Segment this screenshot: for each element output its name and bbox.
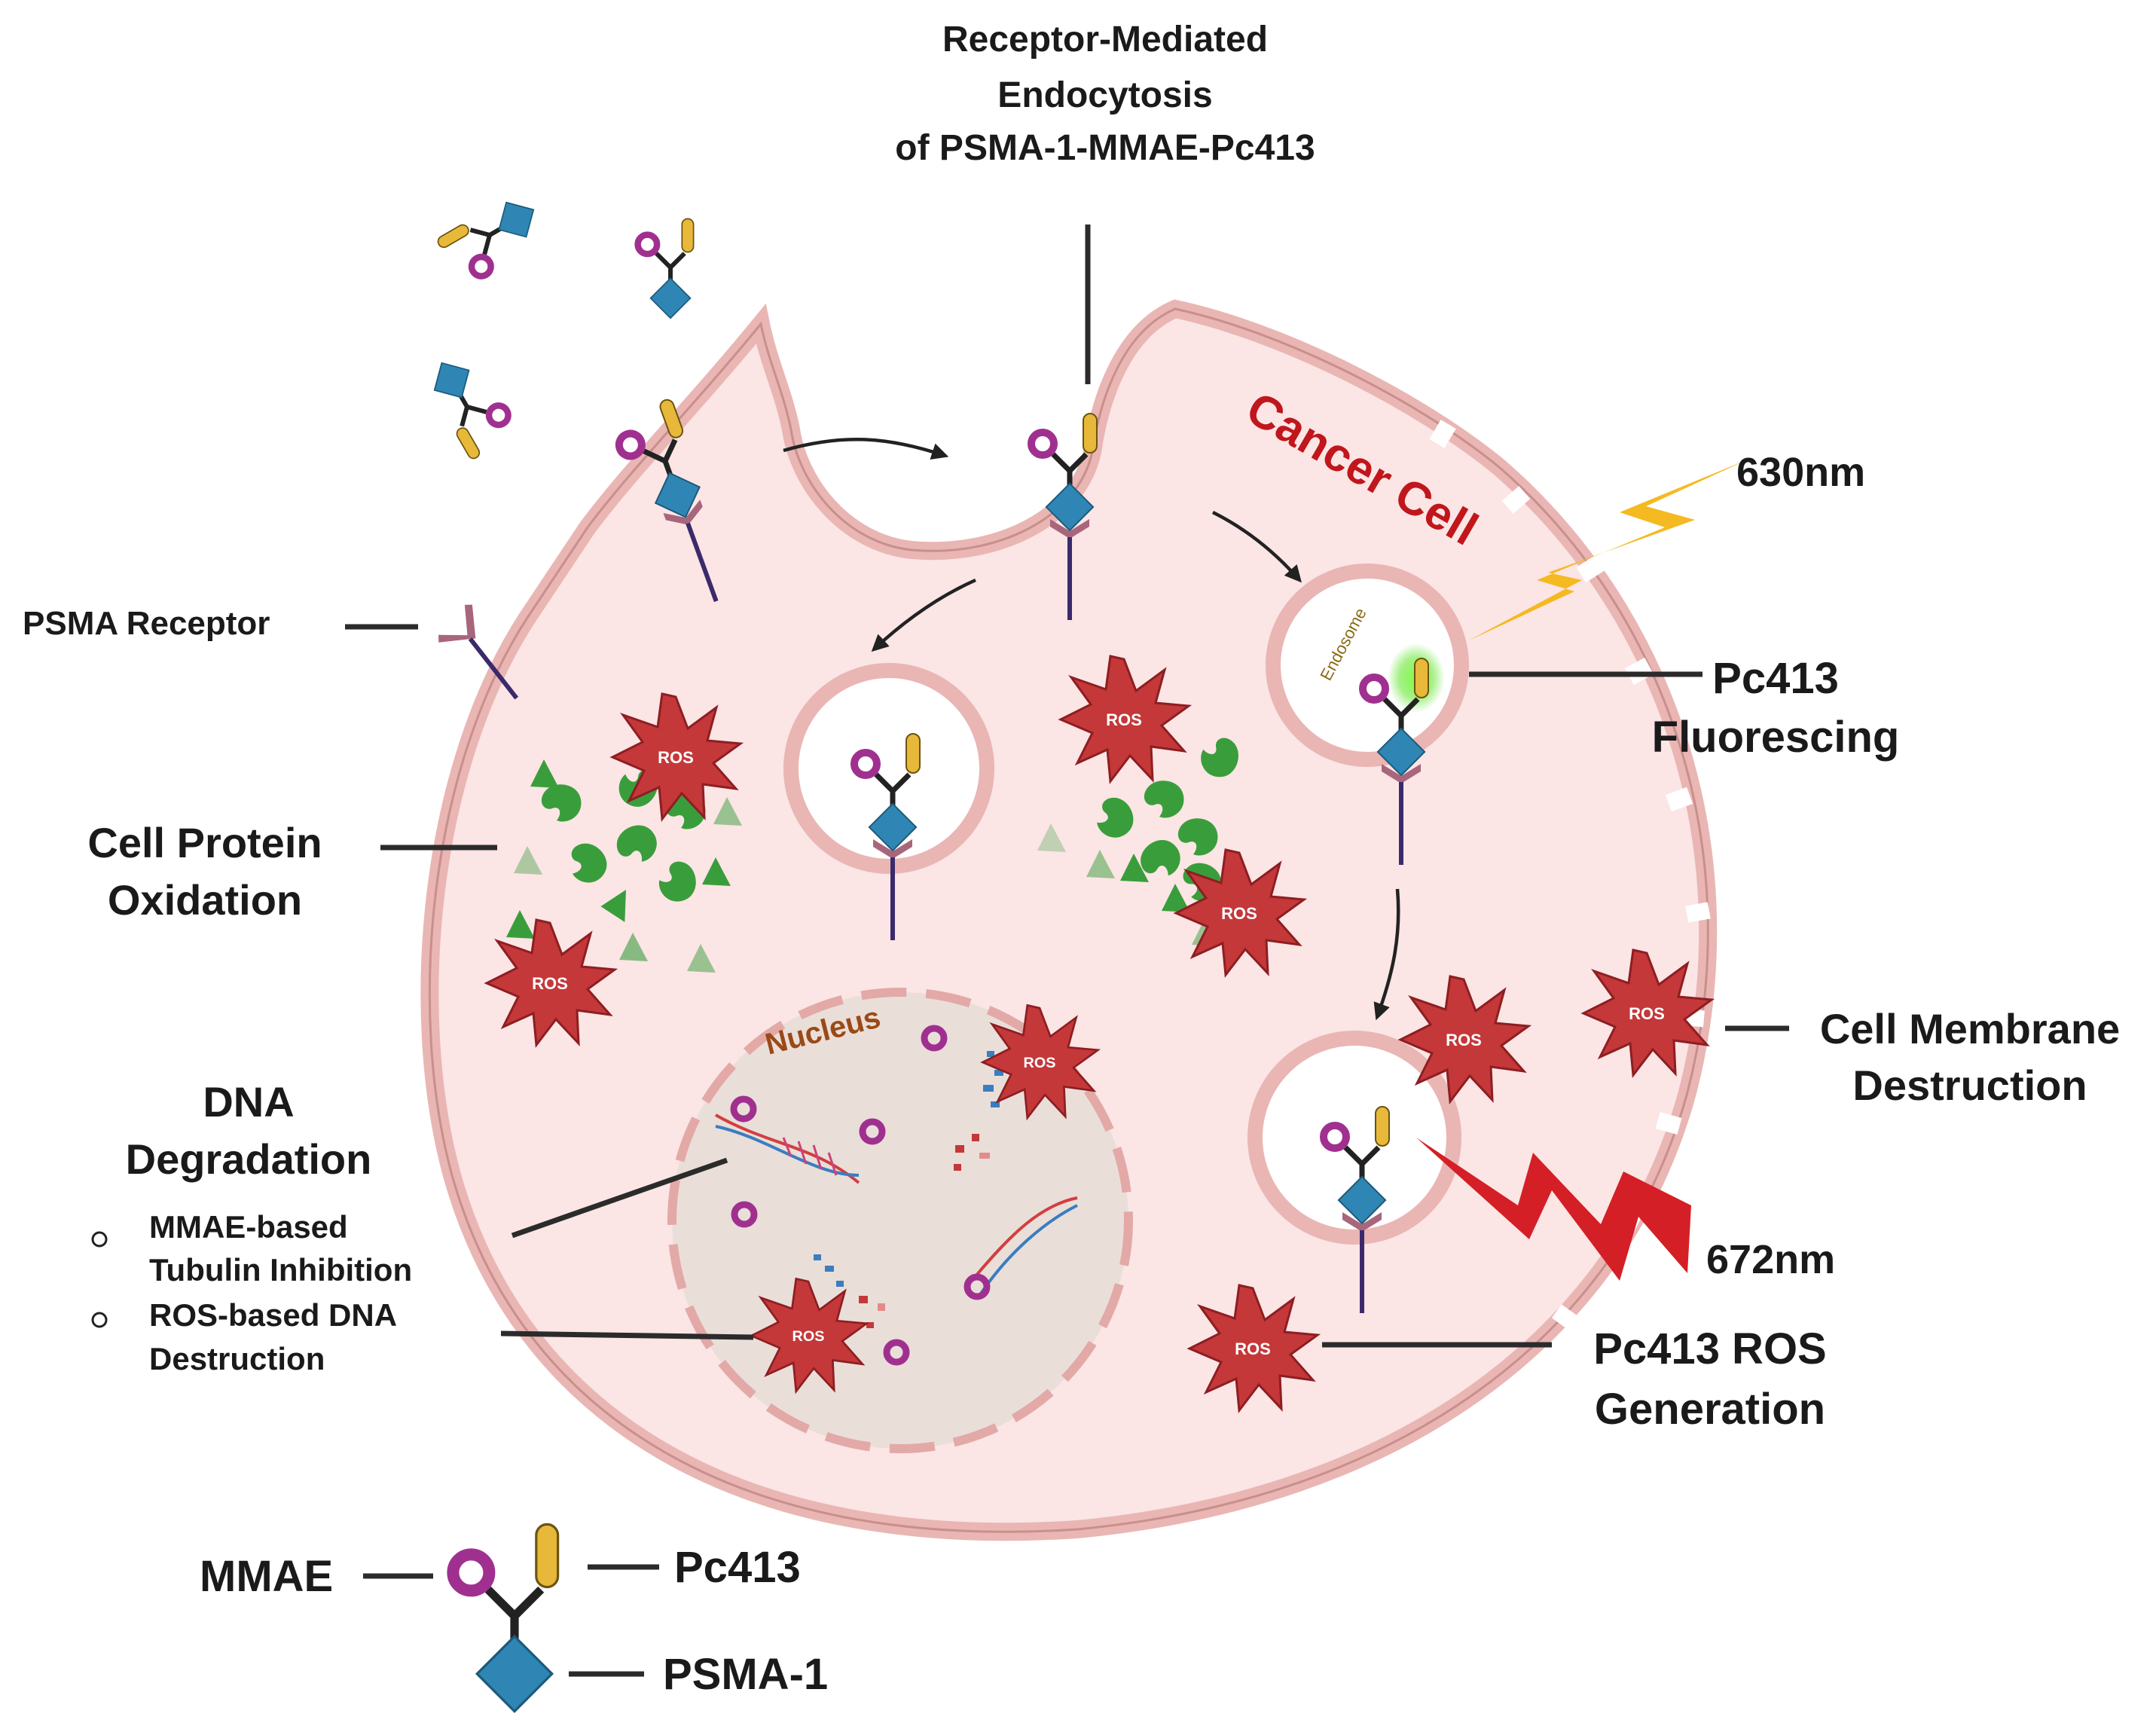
endosome: Endosome [1266, 564, 1469, 865]
svg-text:Pc413: Pc413 [1712, 654, 1839, 703]
dna-degradation-label: DNA Degradation [126, 1078, 372, 1183]
ros-marker: ROS [1059, 655, 1190, 783]
ros-marker: ROS [750, 1278, 868, 1393]
svg-text:ROS: ROS [792, 1328, 825, 1345]
vesicle-central [783, 663, 994, 940]
ros-generation-label: Pc413 ROS Generation [1593, 1324, 1827, 1434]
svg-text:ROS: ROS [1106, 710, 1142, 729]
free-conjugate [638, 218, 694, 318]
svg-text:Tubulin Inhibition: Tubulin Inhibition [149, 1252, 412, 1288]
svg-text:Destruction: Destruction [149, 1341, 325, 1376]
wavelength-630-label: 630nm [1736, 450, 1865, 495]
legend-pc413-label: Pc413 [674, 1543, 801, 1592]
svg-text:ROS: ROS [1235, 1339, 1271, 1358]
psma-receptor-label: PSMA Receptor [23, 605, 270, 642]
svg-text:Destruction: Destruction [1852, 1061, 2087, 1109]
svg-text:ROS: ROS [1221, 904, 1257, 923]
ros-marker: ROS [485, 918, 616, 1046]
arrow-to-vesicle [871, 578, 976, 652]
dna-strand-2 [970, 1196, 1078, 1297]
dna-strand-1 [715, 1113, 860, 1184]
legend-psma1-label: PSMA-1 [663, 1650, 828, 1699]
mmae-molecule [730, 1025, 991, 1366]
svg-text:Cell Membrane: Cell Membrane [1820, 1005, 2120, 1052]
free-conjugate [436, 190, 550, 288]
psma-receptor [438, 604, 519, 700]
diagram-title: Receptor-Mediated Endocytosis of PSMA-1-… [895, 20, 1315, 168]
svg-text:Degradation: Degradation [126, 1135, 372, 1183]
ros-marker: ROS [1174, 848, 1306, 976]
free-conjugate [422, 347, 520, 460]
svg-text:ROS: ROS [1024, 1055, 1056, 1071]
svg-text:Receptor-Mediated: Receptor-Mediated [942, 20, 1268, 60]
dna-bullets: MMAE-based Tubulin Inhibition ROS-based … [91, 1209, 412, 1376]
wavelength-672-label: 672nm [1706, 1237, 1835, 1282]
svg-text:ROS: ROS [1629, 1004, 1665, 1023]
svg-text:MMAE-based: MMAE-based [149, 1209, 348, 1245]
svg-text:Pc413 ROS: Pc413 ROS [1593, 1324, 1827, 1373]
svg-text:ROS-based DNA: ROS-based DNA [149, 1297, 397, 1333]
dna-leader [511, 1157, 728, 1239]
light-672nm-bolt [1416, 1138, 1691, 1281]
svg-text:Generation: Generation [1595, 1385, 1825, 1434]
svg-text:Fluorescing: Fluorescing [1652, 713, 1900, 762]
arrow-to-lower-vesicle [1373, 888, 1400, 1021]
legend-conjugate [453, 1524, 557, 1711]
arrow-endocytosis [783, 438, 949, 460]
ros-marker: ROS [982, 1004, 1099, 1120]
nucleus: Nucleus [667, 988, 1133, 1453]
ros-marker: ROS [1399, 975, 1530, 1103]
arrow-to-endosome [1211, 510, 1302, 583]
ros-dna-leader [500, 1330, 754, 1340]
dna-fragments [814, 1051, 1003, 1328]
legend-mmae-label: MMAE [200, 1552, 333, 1601]
cell-protein-label: Cell Protein Oxidation [87, 819, 322, 924]
svg-text:ROS: ROS [532, 974, 568, 993]
membrane-destruction-label: Cell Membrane Destruction [1820, 1005, 2120, 1109]
ros-marker: ROS [611, 692, 742, 820]
vesicle-lower [1247, 1031, 1461, 1313]
ros-marker: ROS [1188, 1284, 1319, 1412]
svg-text:Cell Protein: Cell Protein [87, 819, 322, 866]
svg-text:ROS: ROS [658, 748, 694, 767]
legend: MMAE Pc413 PSMA-1 [200, 1524, 828, 1711]
fluorescing-label: Pc413 Fluorescing [1652, 654, 1900, 762]
svg-text:of PSMA-1-MMAE-Pc413: of PSMA-1-MMAE-Pc413 [895, 128, 1315, 168]
svg-text:Oxidation: Oxidation [108, 876, 302, 924]
ros-marker: ROS [1582, 948, 1713, 1077]
svg-text:ROS: ROS [1446, 1031, 1482, 1049]
svg-text:DNA: DNA [203, 1078, 294, 1126]
svg-text:Endocytosis: Endocytosis [997, 75, 1212, 115]
